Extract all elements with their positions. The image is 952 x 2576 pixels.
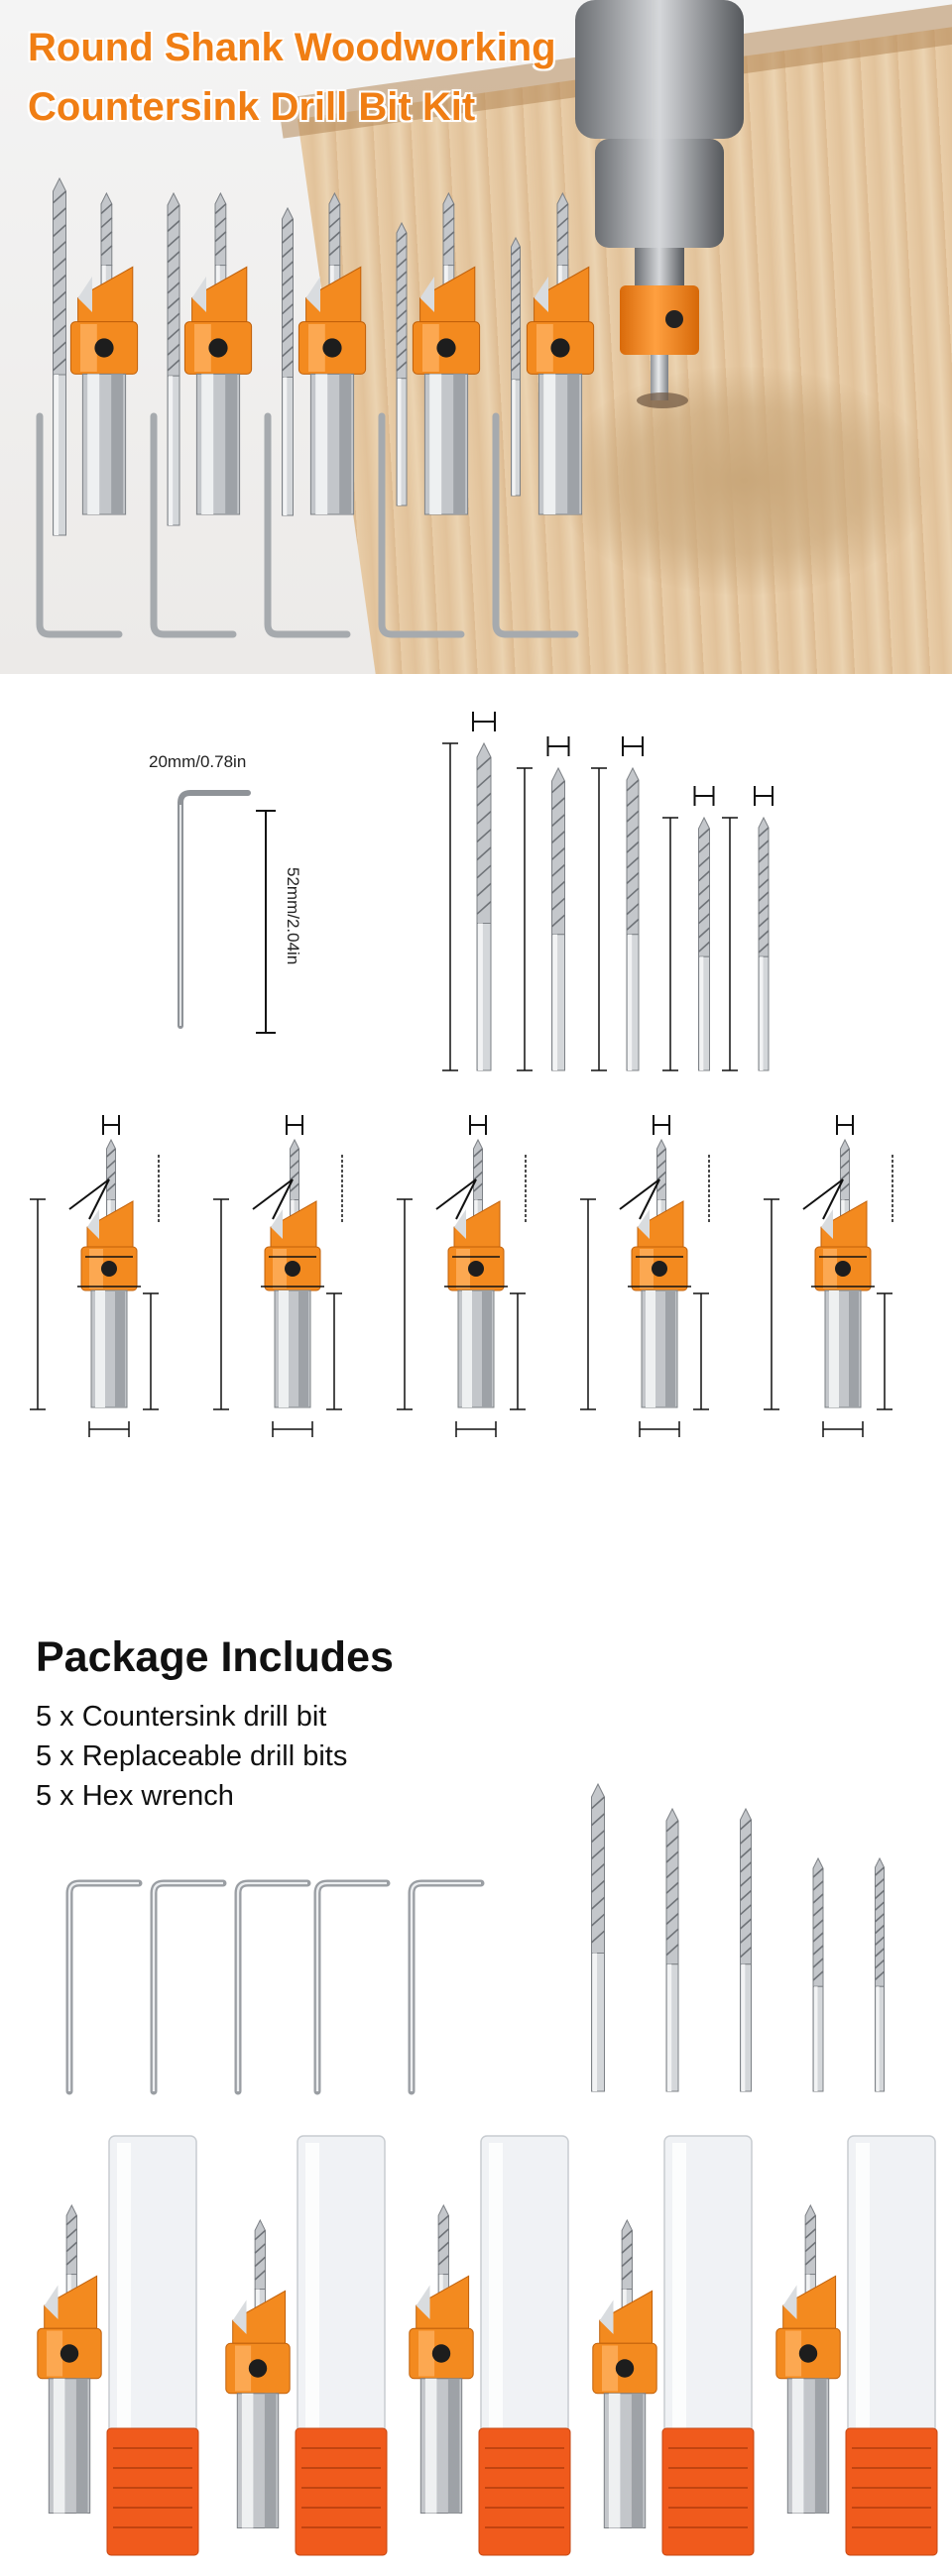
set-screw-icon bbox=[431, 2344, 451, 2363]
hex-wrench-icon bbox=[65, 1879, 143, 2095]
countersink-bit bbox=[412, 191, 481, 515]
hex-wrench-icon bbox=[150, 1879, 227, 2095]
countersink-with-case bbox=[37, 2135, 199, 2556]
package-wrenches bbox=[65, 1879, 485, 2095]
package-drill-bits bbox=[590, 1782, 886, 2092]
storage-tube-cap bbox=[106, 2427, 199, 2556]
countersink-bit bbox=[225, 2218, 291, 2528]
countersink-dimension-unit bbox=[30, 1115, 160, 1437]
set-screw-icon bbox=[285, 1261, 300, 1277]
hex-wrench-icon bbox=[36, 412, 123, 638]
hero-title: Round Shank Woodworking Countersink Dril… bbox=[28, 18, 556, 137]
hex-wrench-icon bbox=[234, 1879, 311, 2095]
countersink-bit bbox=[37, 2203, 102, 2514]
countersink-bit bbox=[526, 191, 595, 515]
drill-bit bbox=[874, 1856, 886, 2092]
drill-chuck bbox=[575, 0, 744, 408]
countersink-dimension-unit bbox=[580, 1115, 710, 1437]
hex-wrench-icon bbox=[408, 1879, 485, 2095]
storage-tube-cap bbox=[661, 2427, 755, 2556]
countersink-bit bbox=[183, 191, 253, 515]
set-screw-icon bbox=[798, 2344, 818, 2363]
storage-tube-cap bbox=[478, 2427, 571, 2556]
set-screw-icon bbox=[322, 338, 342, 358]
loose-drill-bit bbox=[510, 236, 522, 497]
set-screw-icon bbox=[60, 2344, 79, 2363]
hex-wrench-icon bbox=[492, 412, 579, 638]
hex-wrench-icon bbox=[378, 412, 465, 638]
loose-drill-bit bbox=[52, 176, 67, 536]
drill-bit bbox=[550, 766, 566, 1071]
storage-tube-cap bbox=[295, 2427, 388, 2556]
hex-wrench-icon bbox=[264, 412, 351, 638]
wrench-width-label: 20mm/0.78in bbox=[149, 752, 246, 771]
countersink-with-case bbox=[775, 2135, 938, 2556]
drill-bit bbox=[758, 816, 770, 1071]
countersink-with-case bbox=[592, 2135, 755, 2556]
wrench-height-label: 52mm/2.04in bbox=[284, 867, 302, 964]
hero-illustration bbox=[36, 0, 744, 638]
package-contents bbox=[37, 1782, 938, 2556]
set-screw-icon bbox=[208, 338, 228, 358]
countersink-with-case bbox=[225, 2135, 388, 2556]
drill-bits-diagram bbox=[442, 712, 774, 1071]
set-screw-icon bbox=[436, 338, 456, 358]
set-screw-icon bbox=[101, 1261, 117, 1277]
countersink-dimension-unit bbox=[397, 1115, 527, 1437]
package-item: 5 x Countersink drill bit bbox=[36, 1701, 327, 1733]
drill-bit bbox=[812, 1856, 824, 2092]
hex-wrench-diagram: 20mm/0.78in 52mm/2.04in bbox=[149, 752, 302, 1034]
countersink-bit bbox=[69, 191, 139, 515]
hero-banner: Round Shank Woodworking Countersink Dril… bbox=[0, 0, 952, 674]
countersink-bit bbox=[592, 2218, 657, 2528]
drill-bit bbox=[626, 766, 640, 1071]
hex-wrench-icon bbox=[313, 1879, 391, 2095]
countersink-with-case bbox=[409, 2135, 571, 2556]
loose-drill-bit bbox=[396, 221, 408, 506]
set-screw-icon bbox=[652, 1261, 667, 1277]
drill-bit bbox=[665, 1807, 679, 2092]
set-screw-icon bbox=[94, 338, 114, 358]
set-screw-icon bbox=[835, 1261, 851, 1277]
drill-bit bbox=[590, 1782, 606, 2092]
countersink-bit bbox=[409, 2203, 474, 2514]
set-screw-icon bbox=[615, 2359, 635, 2378]
drill-bit bbox=[739, 1807, 753, 2092]
package-title: Package Includes bbox=[36, 1633, 394, 1681]
drill-bit bbox=[476, 741, 492, 1071]
storage-tube-cap bbox=[845, 2427, 938, 2556]
set-screw-icon bbox=[550, 338, 570, 358]
set-screw-icon bbox=[468, 1261, 484, 1277]
countersink-bit bbox=[264, 1138, 321, 1408]
drill-bit bbox=[697, 816, 711, 1071]
countersink-dimension-unit bbox=[764, 1115, 893, 1437]
package-item: 5 x Hex wrench bbox=[36, 1780, 234, 1812]
countersink-bit bbox=[447, 1138, 505, 1408]
hex-wrench-icon bbox=[150, 412, 237, 638]
set-screw-icon bbox=[248, 2359, 268, 2378]
loose-drill-bit bbox=[167, 191, 180, 526]
countersink-dimension-unit bbox=[213, 1115, 343, 1437]
countersink-bit bbox=[80, 1138, 138, 1408]
countersink-bit bbox=[775, 2203, 841, 2514]
package-countersinks bbox=[37, 2135, 938, 2556]
package-list: 5 x Countersink drill bit 5 x Replaceabl… bbox=[36, 1697, 347, 1816]
hero-title-line-1: Round Shank Woodworking bbox=[28, 26, 556, 69]
loose-drill-bit bbox=[281, 206, 295, 516]
package-item: 5 x Replaceable drill bits bbox=[36, 1740, 348, 1772]
countersink-diagram-row bbox=[30, 1115, 893, 1437]
dimension-diagram-top: 20mm/0.78in 52mm/2.04in bbox=[149, 712, 774, 1071]
countersink-bit bbox=[631, 1138, 688, 1408]
countersink-bit bbox=[814, 1138, 872, 1408]
countersink-bit bbox=[298, 191, 367, 515]
hero-bit-set bbox=[36, 176, 595, 638]
countersink-dimension-diagram bbox=[30, 1115, 893, 1437]
sawdust-pile bbox=[555, 367, 932, 595]
hero-title-line-2: Countersink Drill Bit Kit bbox=[28, 85, 476, 129]
